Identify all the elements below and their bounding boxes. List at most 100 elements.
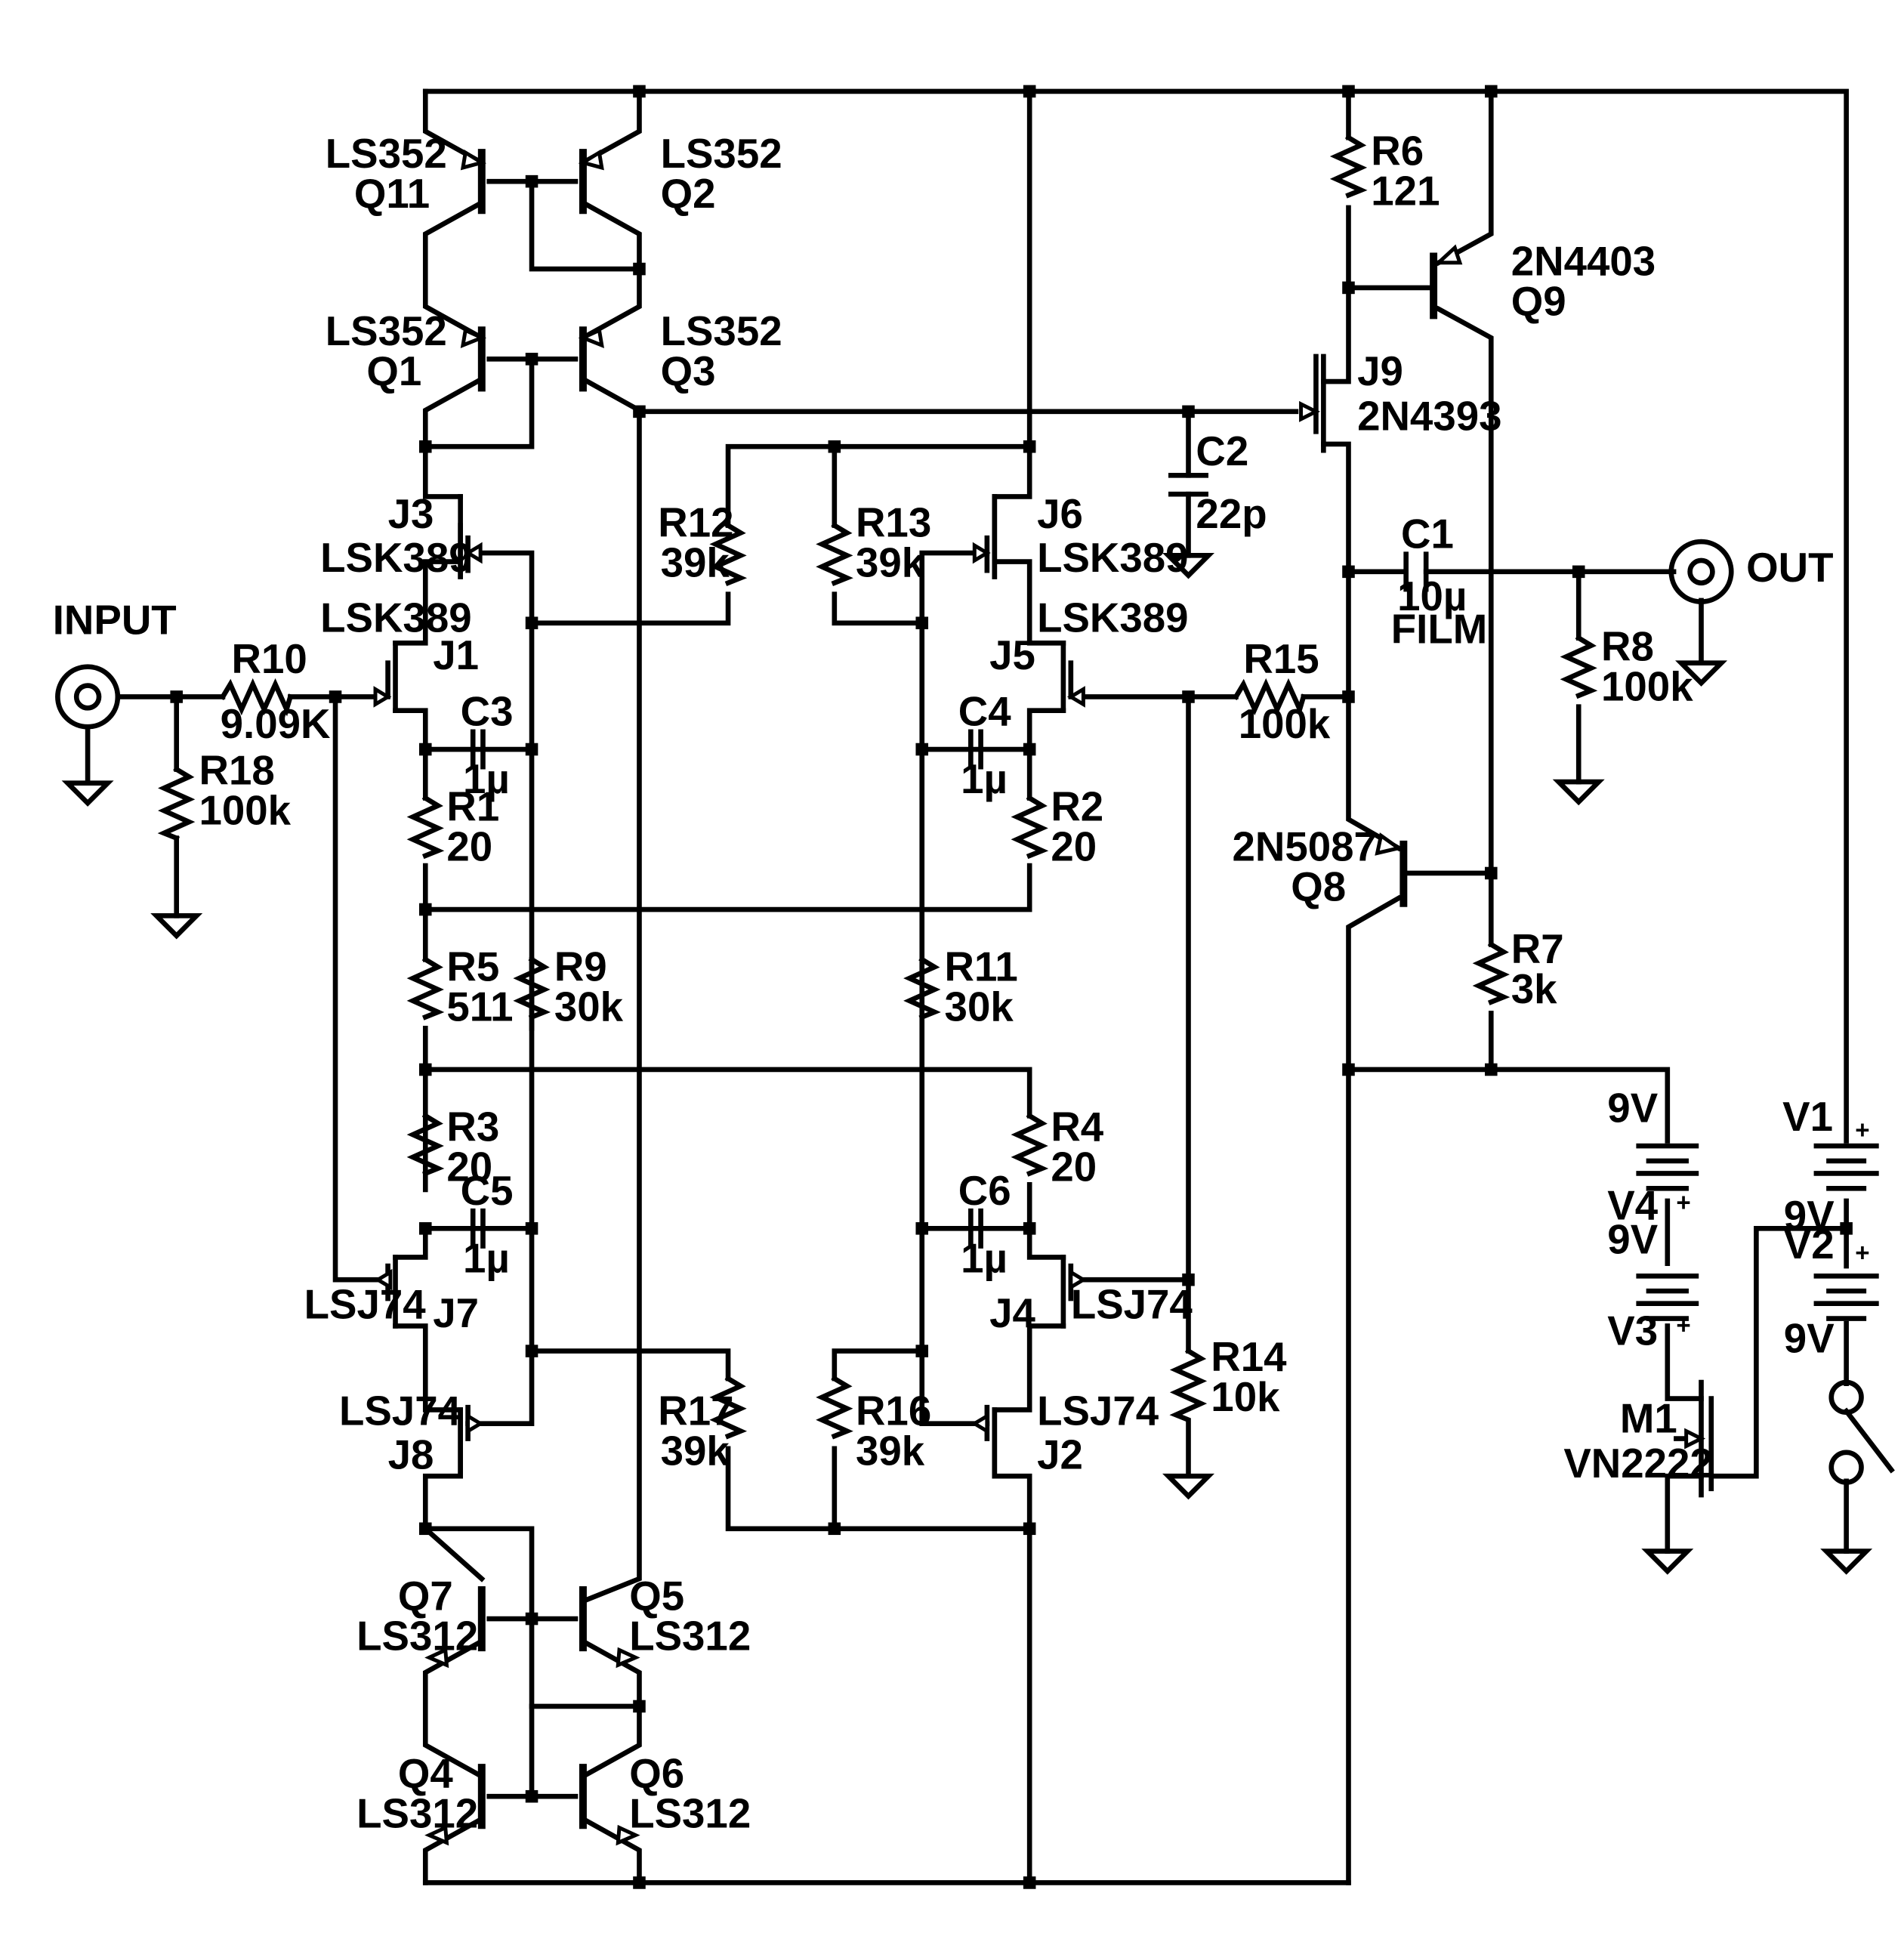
label-q7: Q7 (398, 1573, 453, 1619)
label-q4: Q4 (398, 1751, 454, 1797)
input-connector-inner (73, 683, 102, 711)
label-r12-value: 39k (661, 539, 730, 585)
capacitor-c4 (968, 729, 983, 770)
label-r4: R4 (1051, 1104, 1103, 1150)
label-r18: R18 (199, 747, 275, 793)
resistor-r17 (709, 1375, 748, 1440)
jfet-j6 (984, 494, 998, 579)
arrow-q1 (460, 327, 487, 349)
ground-r8 (1552, 779, 1605, 806)
battery-v3 (1636, 1273, 1699, 1321)
label-r3: R3 (446, 1104, 499, 1150)
label-r9: R9 (554, 943, 607, 990)
label-v4-top-value: 9V (1607, 1085, 1658, 1132)
label-r4-value: 20 (1051, 1144, 1097, 1190)
arrow-q9 (1433, 244, 1463, 265)
resistor-r7 (1472, 940, 1511, 1005)
label-j2: J2 (1037, 1431, 1083, 1477)
label-r13: R13 (856, 499, 931, 545)
output-connector-outer (1668, 539, 1734, 604)
label-q9: Q9 (1511, 278, 1566, 324)
arrow-j6 (972, 542, 991, 564)
label-j1-part: LSK389 (320, 594, 471, 641)
label-r7-value: 3k (1511, 966, 1557, 1012)
arrow-q5 (616, 1647, 640, 1669)
arrow-q2 (578, 149, 604, 171)
label-input: INPUT (53, 597, 177, 644)
label-j9: J9 (1357, 348, 1403, 394)
label-q11: Q11 (354, 171, 430, 217)
label-q8-part: 2N5087 (1232, 823, 1376, 869)
label-r14-value: 10k (1211, 1374, 1280, 1420)
battery-v1 (1813, 1143, 1879, 1191)
label-r8-value: 100k (1601, 663, 1693, 709)
label-r14: R14 (1211, 1334, 1287, 1380)
label-r5-value: 511 (446, 983, 513, 1030)
label-j1: J1 (433, 632, 479, 678)
resistor-r3 (406, 1112, 445, 1177)
ground-switch (1820, 1548, 1873, 1575)
label-q8: Q8 (1291, 863, 1346, 909)
wires (85, 88, 1895, 1885)
label-j2-part: LSJ74 (1037, 1388, 1159, 1434)
switch-contact-bottom (1828, 1450, 1864, 1485)
resistor-r11 (903, 956, 941, 1020)
label-r15: R15 (1243, 636, 1319, 682)
arrow-q8 (1375, 832, 1403, 856)
label-r11-value: 30k (945, 983, 1014, 1030)
label-j3-part: LSK389 (320, 535, 471, 581)
label-v1: V1 (1782, 1094, 1833, 1140)
label-c4: C4 (958, 689, 1011, 735)
label-q4-part: LS312 (356, 1791, 478, 1837)
resistor-r15 (1232, 678, 1307, 717)
label-r6-value: 121 (1371, 168, 1440, 215)
arrow-q11 (460, 149, 487, 171)
resistor-r5 (406, 956, 445, 1020)
label-r1: R1 (446, 783, 499, 829)
label-r18-value: 100k (199, 787, 292, 833)
label-c5-value: 1µ (463, 1235, 510, 1281)
label-q5: Q5 (629, 1573, 684, 1619)
label-j8: J8 (388, 1431, 434, 1477)
label-v3-value: 9V (1607, 1216, 1658, 1262)
label-c2: C2 (1196, 428, 1248, 474)
resistor-r12 (709, 522, 748, 587)
label-q6-part: LS312 (629, 1791, 751, 1837)
label-r10: R10 (232, 636, 307, 682)
label-c3: C3 (461, 689, 514, 735)
label-c5: C5 (461, 1168, 514, 1214)
label-r13-value: 39k (856, 539, 925, 585)
capacitor-c1 (1403, 551, 1429, 592)
label-plus-v2: + (1855, 1239, 1869, 1267)
ground-r14 (1162, 1473, 1215, 1500)
junction-dots (170, 85, 1853, 1889)
label-q9-part: 2N4403 (1511, 238, 1656, 284)
label-j5: J5 (989, 632, 1035, 678)
arrow-j2 (971, 1413, 989, 1434)
arrow-q7 (424, 1647, 449, 1669)
label-c3-value: 1µ (463, 756, 510, 802)
arrow-j5 (1067, 686, 1085, 708)
label-q2-part: LS352 (661, 131, 782, 177)
resistor-r18 (157, 765, 196, 841)
arrow-j3 (464, 542, 483, 564)
component-labels: INPUT OUT R10 9.09K R18 100k LS352 Q11 L… (53, 128, 1870, 1837)
arrow-j7 (374, 1268, 393, 1291)
label-r1-value: 20 (446, 823, 492, 869)
label-j7: J7 (433, 1290, 479, 1336)
label-r3-value: 20 (446, 1144, 492, 1190)
label-j8-part: LSJ74 (339, 1388, 461, 1434)
resistor-r8 (1560, 634, 1598, 699)
label-r12: R12 (658, 499, 733, 545)
label-v2: V2 (1784, 1221, 1835, 1267)
capacitor-c3 (470, 729, 486, 770)
arrow-q6 (616, 1824, 640, 1846)
resistor-r16 (816, 1375, 853, 1440)
ground-m1 (1641, 1548, 1694, 1575)
transistor-arrows (373, 149, 1706, 1846)
label-r2-value: 20 (1051, 823, 1097, 869)
label-j4: J4 (989, 1290, 1035, 1336)
label-r6: R6 (1371, 128, 1424, 174)
label-r2: R2 (1051, 783, 1103, 829)
